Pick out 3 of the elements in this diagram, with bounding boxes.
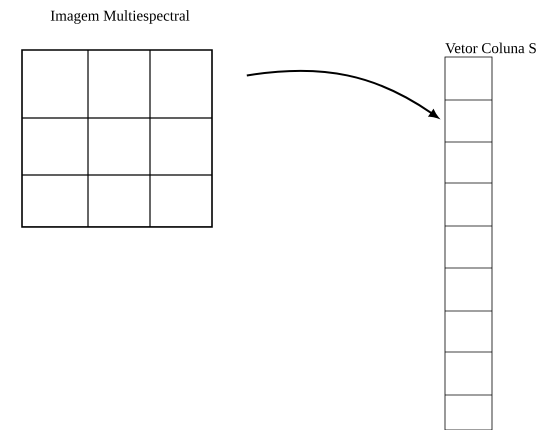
arrow [246, 70, 439, 118]
heading: Vetor Coluna S [445, 42, 536, 54]
heading: Imagem Multiespectral [50, 10, 190, 24]
